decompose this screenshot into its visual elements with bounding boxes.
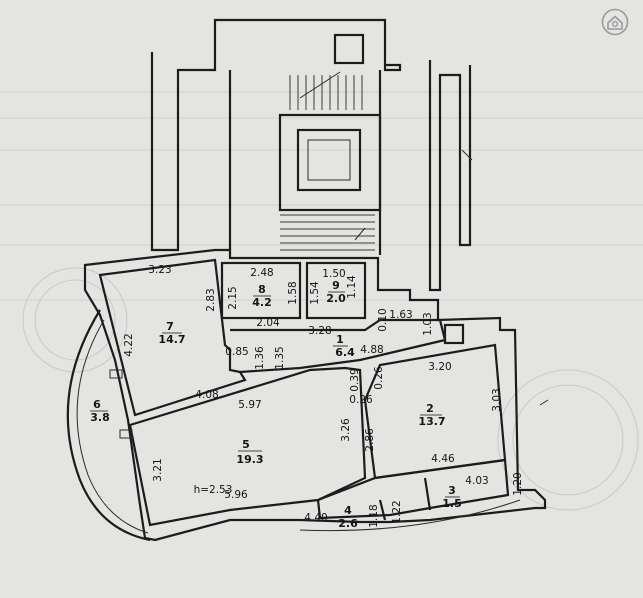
dimension-label: 0.85 bbox=[225, 346, 248, 358]
room-labels: 1 6.4 2 13.7 3 1.5 4 2.6 5 19.3 6 3.8 7 … bbox=[90, 279, 462, 530]
dimension-label: 2.86 bbox=[364, 428, 376, 452]
dimension-label: 1.18 bbox=[368, 504, 380, 527]
dimension-label: 1.22 bbox=[391, 500, 403, 523]
room-label-3-area: 1.5 bbox=[442, 497, 462, 510]
stairwell bbox=[150, 18, 402, 255]
room-label-2-number: 2 bbox=[426, 402, 434, 415]
dimension-label: 1.36 bbox=[254, 346, 266, 370]
room-label-9-number: 9 bbox=[332, 279, 340, 292]
dimension-label: 0.26 bbox=[349, 394, 373, 406]
background-stamp-right bbox=[497, 369, 639, 511]
dimension-label: 3.03 bbox=[491, 388, 503, 411]
dimension-label: 4.88 bbox=[360, 344, 383, 356]
dimension-label: 4.08 bbox=[195, 389, 218, 401]
room-label-4-area: 2.6 bbox=[338, 517, 358, 530]
stairs-upper bbox=[289, 71, 363, 110]
room-label-rules bbox=[90, 291, 460, 518]
dimension-label: 1.63 bbox=[389, 309, 412, 321]
dimension-label: 2.15 bbox=[227, 286, 239, 309]
dimension-label: 5.96 bbox=[224, 489, 248, 501]
dimension-label: 1.54 bbox=[309, 281, 321, 305]
house-logo-icon bbox=[601, 8, 629, 36]
room-label-6-number: 6 bbox=[93, 398, 101, 411]
room-label-2-area: 13.7 bbox=[418, 415, 445, 428]
dimension-label: 1.20 bbox=[512, 472, 524, 495]
room-label-8-area: 4.2 bbox=[252, 296, 272, 309]
dimension-label: 3.28 bbox=[308, 325, 331, 337]
dimension-label: 4.40 bbox=[304, 512, 327, 524]
dimension-label: 1.35 bbox=[274, 346, 286, 369]
dimension-label: 2.04 bbox=[256, 317, 280, 329]
dimension-label: 0.10 bbox=[377, 308, 389, 331]
apartment-walls bbox=[66, 248, 549, 542]
ceiling-height-label: h=2.53 bbox=[194, 484, 233, 496]
room-label-3-number: 3 bbox=[448, 484, 456, 497]
dimension-label: 4.22 bbox=[123, 333, 135, 356]
room-label-1-area: 6.4 bbox=[335, 346, 355, 359]
dimension-label: 1.50 bbox=[322, 268, 345, 280]
room-label-7-area: 14.7 bbox=[158, 333, 185, 346]
room-label-6-area: 3.8 bbox=[90, 411, 110, 424]
dimension-label: 3.20 bbox=[428, 361, 451, 373]
dimension-label: 4.03 bbox=[465, 475, 488, 487]
dimension-label: 5.97 bbox=[238, 399, 261, 411]
dimension-label: 3.23 bbox=[148, 264, 171, 276]
dimension-label: 3.21 bbox=[152, 458, 164, 481]
dimension-label: 0.26 bbox=[373, 366, 385, 390]
room-label-7-number: 7 bbox=[166, 320, 174, 333]
right-structure bbox=[428, 60, 473, 292]
room-label-5-number: 5 bbox=[242, 438, 250, 451]
room-label-8-number: 8 bbox=[258, 283, 266, 296]
dimension-label: 1.14 bbox=[346, 275, 358, 299]
dimension-label: 3.26 bbox=[340, 418, 352, 442]
dimension-label: 1.03 bbox=[422, 312, 434, 335]
dimension-label: 2.48 bbox=[250, 267, 273, 279]
dimension-label: 1.58 bbox=[287, 281, 299, 304]
dimension-labels: 3.23 2.83 4.22 0.85 1.36 1.35 4.08 2.48 … bbox=[123, 264, 524, 528]
background-stamp-left bbox=[22, 267, 128, 373]
dimension-label: 4.46 bbox=[431, 453, 455, 465]
stairs-lower bbox=[280, 214, 375, 251]
room-label-1-number: 1 bbox=[336, 333, 344, 346]
room-label-5-area: 19.3 bbox=[236, 453, 263, 466]
dimension-label: 2.83 bbox=[205, 288, 217, 311]
room-label-4-number: 4 bbox=[344, 504, 352, 517]
room-label-9-area: 2.0 bbox=[326, 292, 346, 305]
dimension-label: 0.39 bbox=[349, 368, 361, 391]
